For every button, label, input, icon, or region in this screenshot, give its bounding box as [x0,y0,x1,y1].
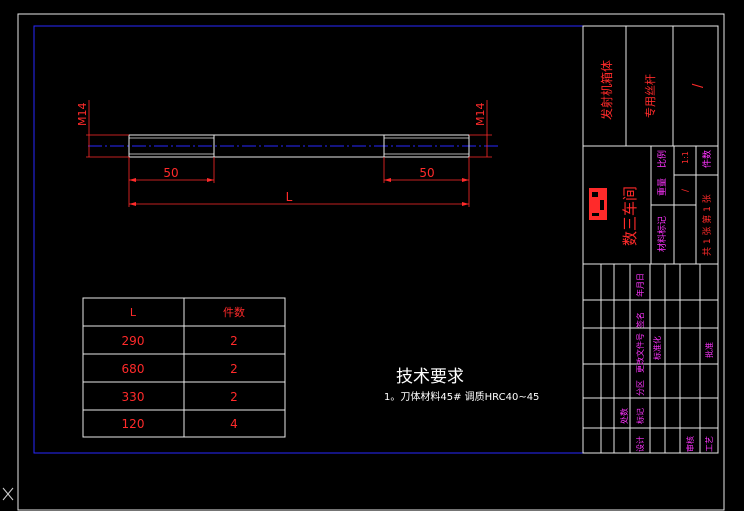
scale-value: 1:1 [681,151,690,164]
sign-label: 签名 [635,312,645,328]
partition-label: 分区 [636,380,645,396]
tech-req-item-1: 1。刀体材料45# 调质HRC40~45 [384,390,539,403]
part-view [88,134,500,158]
part-name: 发射机箱体 [599,60,614,120]
dim-l-text: L [286,190,293,204]
dim-m14-left-text: M14 [76,103,89,127]
design-label: 设计 [635,436,645,452]
table-header-qty: 件数 [223,306,245,319]
weight-label: 重量 [656,178,668,196]
tech-req-title: 技术要求 [396,367,464,387]
table-cell: 330 [122,390,145,404]
table-cell: 2 [230,390,238,404]
check-label: 审核 [685,436,695,452]
dim-50-left-arrow-a [129,178,136,182]
table-cell: 680 [122,362,145,376]
table-cell: 120 [122,417,145,431]
dim-m14-right-text: M14 [474,103,487,127]
marker-label: 标记 [635,408,645,424]
count-label: 处数 [619,408,629,424]
change-doc-label: 更改文件号 [635,333,645,373]
drawing-type: 专用丝杆 [643,74,657,118]
table-cell: 2 [230,334,238,348]
dim-50-right-arrow-b [462,178,469,182]
thread-right [383,134,470,158]
close-icon[interactable] [2,487,14,501]
slash-mark: / [691,83,706,88]
sheet-outer-border [17,13,725,511]
dimensions: M14 M14 50 50 L [76,100,492,207]
thread-left [128,134,215,158]
table-cell: 2 [230,362,238,376]
workshop-name: 数三车间 [621,186,639,246]
company-logo-icon [589,188,607,220]
dim-50-right-arrow-a [384,178,391,182]
tech-requirements: 技术要求 1。刀体材料45# 调质HRC40~45 [384,367,539,403]
dim-l-arrow-a [129,202,136,206]
standard-label: 标准化 [652,336,662,360]
material-tag: 材料标记 [656,216,668,252]
length-table: L 件数 290 2 680 2 330 2 120 4 [82,297,286,438]
weight-value: / [681,188,691,192]
drawing-frame [33,25,719,454]
table-cell: 4 [230,417,238,431]
dim-50-left-arrow-b [207,178,214,182]
date-label: 年月日 [635,273,645,297]
dim-50-right-text: 50 [419,166,434,180]
process-label: 工艺 [705,436,714,452]
table-cell: 290 [122,334,145,348]
approve-label: 批准 [704,342,714,358]
title-block: 发射机箱体 专用丝杆 / 数三车间 材料标记 比例 1:1 重量 / 件数 共 … [582,25,719,454]
qty-label: 件数 [701,150,713,168]
dim-50-left-text: 50 [163,166,178,180]
table-header-l: L [130,306,137,319]
dim-l-arrow-b [462,202,469,206]
scale-label: 比例 [656,150,668,168]
sheet-info: 共 1 张 第 1 张 [701,194,713,256]
